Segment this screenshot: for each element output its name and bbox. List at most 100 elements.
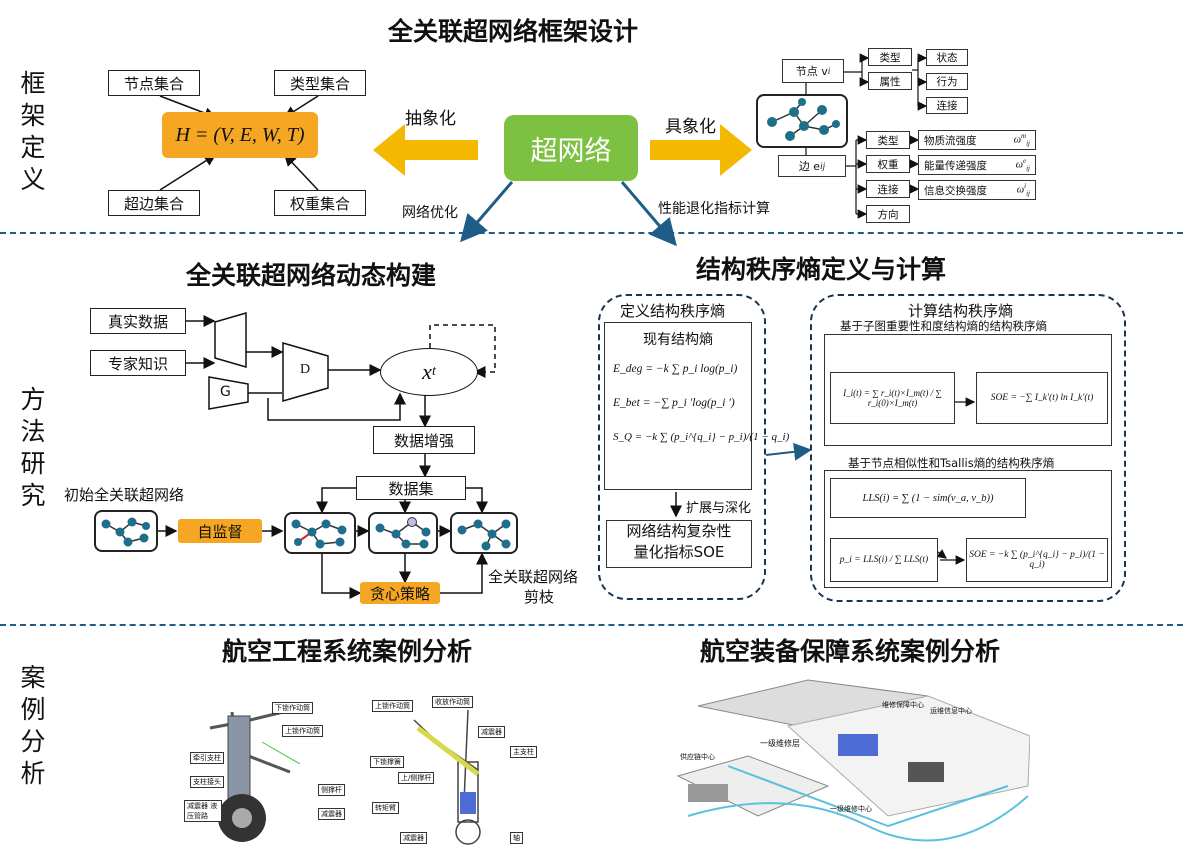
selfsup-box: 自监督 [178, 519, 262, 543]
soe-metric-box: 网络结构复杂性量化指标SOE [606, 520, 752, 568]
title-dynamic: 全关联超网络动态构建 [186, 261, 437, 290]
edge-child-type: 类型 [866, 131, 910, 149]
prune-label-1: 全关联超网络 [488, 568, 579, 586]
network-graph-icon [457, 519, 511, 551]
hypernetwork-box: 超网络 [504, 115, 638, 181]
formula-soe2: SOE = −k ∑ (p_i^{q_i} − p_i)/(1 − q_i) [966, 538, 1108, 582]
title-entropy: 结构秩序熵定义与计算 [696, 255, 947, 284]
type-set-box: 类型集合 [274, 70, 366, 96]
network-1 [284, 512, 356, 554]
title-case1: 航空工程系统案例分析 [222, 637, 473, 666]
weight-set-box: 权重集合 [274, 190, 366, 216]
case2-label-0: 一级维修层 [760, 739, 800, 748]
separator-2 [0, 624, 1183, 626]
abstract-arrow [373, 124, 478, 176]
node-leaf-behavior: 行为 [926, 73, 968, 90]
node-set-box: 节点集合 [108, 70, 200, 96]
edge-child-weight: 权重 [866, 155, 910, 173]
abstract-label: 抽象化 [405, 109, 456, 129]
landing-gear-illustration-1 [180, 692, 356, 848]
formula-soe1: SOE = −∑ I_k′(t) ln I_k′(t) [976, 372, 1108, 424]
case1-label-11: 下锁撑簧 [370, 756, 404, 768]
case2-label-1: 供应链中心 [680, 753, 715, 761]
method2-box [824, 470, 1112, 588]
support-system-illustration [676, 679, 1030, 842]
case2-label-3: 运维信息中心 [930, 707, 972, 715]
case1-label-1: 上锁作动筒 [282, 725, 323, 737]
d-trapezoid [282, 342, 329, 402]
side-label-method: 方法研究 [20, 385, 46, 510]
node-leaf-state: 状态 [926, 49, 968, 66]
expand-label: 扩展与深化 [686, 501, 752, 516]
concrete-label: 具象化 [665, 117, 716, 137]
case1-label-2: 牵引支柱 [190, 752, 224, 764]
network-graph-icon [767, 98, 840, 141]
case2-label-4: 一级维修中心 [830, 805, 872, 813]
existing-entropy-box: 现有结构熵 E_deg = −k ∑ p_i log(p_i) E_bet = … [604, 322, 790, 490]
greedy-box: 贪心策略 [360, 582, 440, 604]
generator-shape [214, 312, 247, 368]
case1-label-9: 减震器 [478, 726, 505, 738]
node-leaf-link: 连接 [926, 97, 968, 114]
case1-label-0: 下锁作动筒 [272, 702, 313, 714]
case1-label-13: 转矩臂 [372, 802, 399, 814]
network-3 [450, 512, 518, 554]
formula-edeg: E_deg = −k ∑ p_i log(p_i) [613, 363, 738, 375]
landing-gear-illustration-2 [413, 709, 481, 845]
case1-label-4: 侧撑杆 [318, 784, 345, 796]
compute-region [810, 294, 1126, 602]
case1-label-3: 支柱接头 [190, 776, 224, 788]
network-graph-icon [375, 517, 431, 549]
define-title: 定义结构秩序熵 [620, 302, 726, 320]
formula-importance: I_i(t) = ∑ r_i(t)×I_m(t) / ∑ r_i(0)×I_m(… [830, 372, 955, 424]
g-trapezoid [208, 376, 249, 410]
case2-label-2: 维修保障中心 [882, 701, 924, 709]
title-framework: 全关联超网络框架设计 [388, 17, 639, 46]
network-thumbnail [756, 94, 848, 148]
compute-title: 计算结构秩序熵 [908, 302, 1014, 320]
augment-box: 数据增强 [373, 426, 475, 454]
case1-label-6: 减震器 液压管路 [184, 800, 222, 822]
title-case2: 航空装备保障系统案例分析 [700, 637, 1001, 666]
network-graph-icon [101, 517, 150, 547]
dataset-box: 数据集 [356, 476, 466, 500]
separator-1 [0, 232, 1183, 234]
edge-child-link: 连接 [866, 180, 910, 198]
g-label: G [220, 384, 231, 400]
real-data-box: 真实数据 [90, 308, 186, 334]
prune-label-2: 剪枝 [524, 588, 555, 606]
define-region [598, 294, 766, 600]
case1-label-15: 轴 [510, 832, 523, 844]
node-child-type: 类型 [868, 48, 912, 66]
case1-label-10: 主支柱 [510, 746, 537, 758]
formula-sq: S_Q = −k ∑ (p_i^{q_i} − p_i)/(1 − q_i) [613, 431, 790, 443]
formula-ebet: E_bet = −∑ p_i ′log(p_i ′) [613, 397, 735, 409]
case1-label-5: 减震器 [318, 808, 345, 820]
concrete-arrow [650, 124, 752, 176]
formula-p: p_i = LLS(i) / ∑ LLS(t) [830, 538, 938, 582]
formula-lls: LLS(i) = ∑ (1 − sim(v_a, v_b)) [830, 478, 1026, 518]
edge-child-direction: 方向 [866, 205, 910, 223]
case1-label-8: 收放作动筒 [432, 696, 473, 708]
network-2 [368, 512, 438, 554]
case1-label-12: 上/侧撑杆 [398, 772, 435, 784]
node-child-attr: 属性 [868, 72, 912, 90]
optimize-label: 网络优化 [402, 205, 458, 221]
existing-title: 现有结构熵 [643, 332, 713, 348]
case1-label-14: 减震器 [400, 832, 427, 844]
side-label-case: 案例分析 [20, 663, 46, 788]
initial-label: 初始全关联超网络 [64, 486, 185, 504]
formula-box: H = (V, E, W, T) [162, 112, 318, 158]
d-label: D [300, 362, 311, 377]
degradation-label: 性能退化指标计算 [658, 201, 770, 217]
side-label-framework: 框架定义 [20, 69, 46, 194]
network-graph-icon [291, 519, 347, 549]
expert-box: 专家知识 [90, 350, 186, 376]
method1-label: 基于子图重要性和度结构熵的结构秩序熵 [840, 319, 1047, 333]
